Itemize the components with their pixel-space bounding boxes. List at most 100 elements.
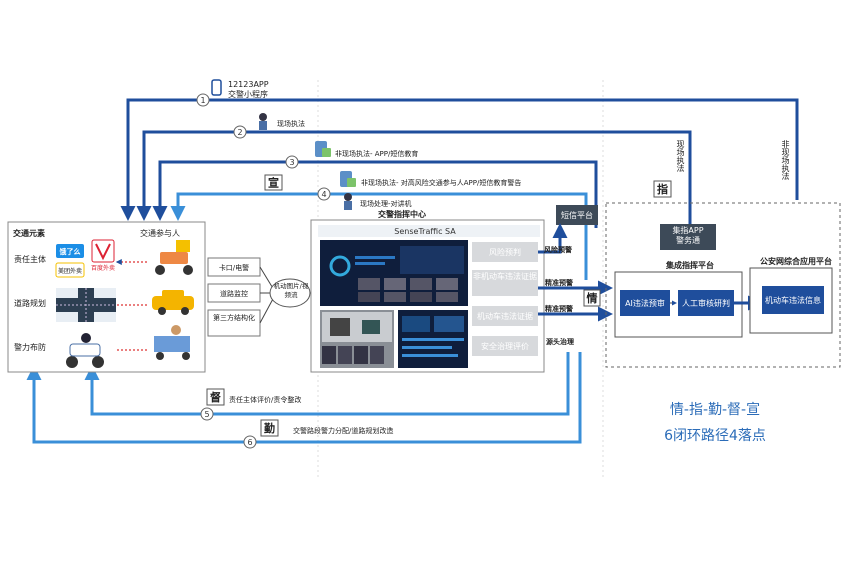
tricycle-icon	[154, 325, 190, 360]
du-box	[206, 388, 225, 406]
svg-text:2: 2	[237, 128, 242, 137]
svg-text:饿了么: 饿了么	[59, 247, 81, 256]
svg-text:精准预警: 精准预警	[545, 304, 573, 313]
risk-forecast-box	[472, 242, 538, 262]
svg-text:5: 5	[204, 410, 209, 419]
police-motorcycle-icon	[66, 333, 104, 368]
loop-2-line	[136, 130, 692, 228]
label-responsibility-eval: 责任主体评价/责令整改	[229, 395, 301, 404]
safety-eval-box	[472, 336, 538, 356]
loop-5-line	[84, 352, 570, 416]
svg-text:AI违法预审: AI违法预审	[625, 298, 665, 308]
manual-review-box	[678, 290, 734, 316]
svg-text:1: 1	[200, 96, 205, 105]
qin-box	[260, 419, 279, 437]
label-third-party: 第三方结构化	[213, 314, 255, 322]
row-label-police: 警力布防	[14, 342, 46, 352]
non-motor-evidence-box	[472, 270, 538, 296]
risk-warning-app-icon	[340, 171, 356, 187]
label-police-allocation: 交警路段警力分配/道路规划改造	[293, 426, 393, 435]
svg-text:风险预判: 风险预判	[489, 247, 521, 257]
xuan-box	[264, 174, 283, 191]
svg-text:指: 指	[657, 182, 668, 196]
label-xuan: 宣	[268, 176, 279, 190]
svg-text:风险预警: 风险预警	[544, 245, 572, 254]
label-non-onsite-app-sms: 非现场执法- APP/短信教育	[335, 149, 418, 158]
label-onsite-handling: 现场处理-对讲机	[360, 199, 412, 208]
jizhi-app-box	[660, 224, 716, 250]
motto-line-1: 情-指-勤-督-宣	[670, 402, 760, 418]
zhi-box	[653, 180, 672, 198]
label-non-motor-evidence: 非机动车违法证据	[473, 272, 537, 281]
connector	[259, 296, 275, 324]
motor-violation-info-box	[762, 286, 824, 314]
loop-3-line	[152, 160, 598, 228]
circle-3: 3	[285, 155, 299, 169]
product-name: SenseTraffic SA	[394, 227, 456, 236]
circle-1: 1	[196, 93, 210, 107]
road-intersection-icon	[56, 288, 116, 322]
motto-line-2: 6闭环路径4落点	[664, 428, 766, 444]
svg-text:人工审核研判: 人工审核研判	[682, 298, 730, 308]
svg-text:情: 情	[587, 291, 598, 305]
dashboard-photo	[320, 310, 394, 368]
integrated-platform-title: 集成指挥平台	[665, 260, 714, 270]
svg-text:机动车违法证据: 机动车违法证据	[477, 311, 533, 321]
label-non-onsite-risk: 非现场执法- 对高风险交通参与人APP/短信教育警告	[361, 178, 521, 187]
product-header	[318, 225, 540, 237]
svg-text:道路监控: 道路监控	[220, 289, 248, 298]
row-label-responsible: 责任主体	[14, 254, 46, 264]
svg-text:安全治理评价: 安全治理评价	[481, 341, 529, 351]
row-label-road: 道路规划	[14, 298, 46, 308]
circle-6: 6	[243, 435, 257, 449]
svg-text:勤: 勤	[264, 421, 275, 435]
dashboard-grid	[398, 310, 468, 368]
platform-region	[605, 202, 841, 368]
label-12123app: 12123APP	[228, 80, 269, 89]
police-radio-icon	[344, 193, 352, 210]
delivery-rider-icon	[155, 240, 193, 275]
svg-text:4: 4	[321, 190, 326, 199]
svg-text:百度外卖: 百度外卖	[91, 264, 115, 272]
label-onsite-enforcement: 现场执法	[277, 119, 305, 128]
qing-box	[583, 289, 601, 307]
traffic-elements-title: 交通元素	[13, 228, 45, 238]
loop-1-line	[120, 98, 799, 221]
dashboard-main	[320, 240, 468, 306]
connector	[259, 266, 275, 291]
risk-warning-flow	[538, 223, 568, 254]
source-governance-label: 源头治理	[546, 337, 574, 346]
svg-text:6: 6	[247, 438, 252, 447]
svg-text:美团外卖: 美团外卖	[58, 267, 82, 275]
phone-icon	[211, 79, 222, 96]
command-center-title: 交警指挥中心	[378, 209, 426, 219]
taxi-car-icon	[152, 290, 194, 315]
loop-6-line	[26, 352, 582, 444]
loop-4-line	[170, 192, 588, 280]
svg-text:卡口/电警: 卡口/电警	[219, 263, 249, 272]
public-security-title: 公安网综合应用平台	[760, 256, 832, 266]
label-non-onsite-vertical: 非现场执法	[781, 140, 790, 180]
label-onsite-vertical: 现场执法	[676, 140, 685, 172]
label-vehicle-pic: 机动图片/视频流	[273, 282, 309, 299]
label-jizhi-app: 集指APP 警务通	[672, 226, 704, 245]
app-sms-icon	[315, 141, 331, 157]
label-miniprogram: 交警小程序	[228, 89, 268, 99]
circle-2: 2	[233, 125, 247, 139]
motor-evidence-box	[472, 306, 538, 326]
eleme-logo	[56, 244, 84, 258]
svg-text:督: 督	[210, 390, 221, 404]
svg-text:精准预警: 精准预警	[545, 278, 573, 287]
ai-review-box	[620, 290, 670, 316]
participants-title: 交通参与人	[140, 228, 180, 238]
meituan-logo	[55, 262, 85, 278]
sms-platform-box	[556, 205, 598, 225]
circle-4: 4	[317, 187, 331, 201]
svg-text:短信平台: 短信平台	[561, 210, 593, 220]
police-officer-icon	[259, 113, 267, 130]
circle-5: 5	[200, 407, 214, 421]
svg-text:3: 3	[289, 158, 294, 167]
svg-text:机动车违法信息: 机动车违法信息	[765, 295, 821, 305]
